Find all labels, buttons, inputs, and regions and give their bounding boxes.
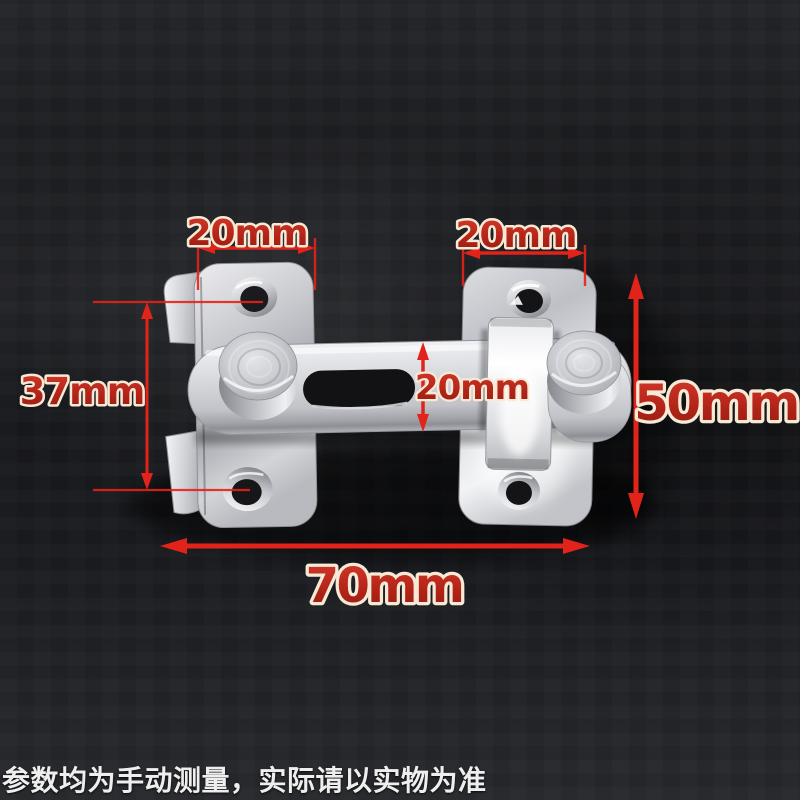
right-knob: [546, 330, 622, 414]
dim-bar-height: [417, 342, 429, 432]
measurement-disclaimer: 参数均为手动测量，实际请以实物为准: [2, 764, 487, 797]
label-plate-height: 50mm: [634, 374, 798, 432]
screw-hole: [505, 480, 532, 505]
screw-hole: [240, 285, 269, 312]
screw-hole: [514, 289, 543, 314]
dim-left-plate-width: [196, 238, 317, 290]
dim-right-plate-width: [461, 245, 587, 286]
screw-hole: [231, 479, 262, 506]
label-bar-height: 20mm: [415, 368, 529, 408]
dimension-labels: 20mm 20mm 37mm 20mm 50mm 70mm: [17, 211, 800, 618]
label-right-plate-width: 20mm: [455, 215, 576, 256]
dim-screw-spacing: [93, 300, 263, 492]
left-knob: [218, 331, 298, 420]
dim-overall-width: [160, 538, 590, 554]
label-overall-width: 70mm: [306, 558, 463, 614]
dimension-annotations: [93, 238, 644, 554]
bar-slot: [303, 369, 416, 408]
dim-plate-height: [628, 273, 644, 519]
label-left-plate-width: 20mm: [186, 213, 307, 254]
left-plate-tab-top: [163, 271, 204, 345]
label-screw-spacing: 37mm: [20, 370, 145, 413]
